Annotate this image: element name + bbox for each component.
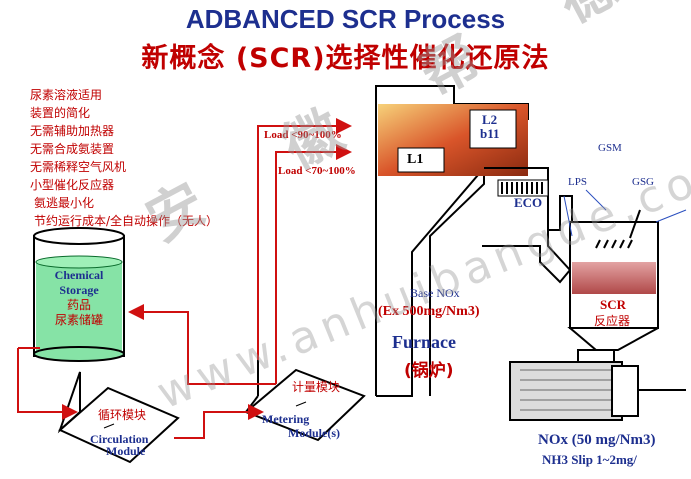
scr-reactor [548, 189, 687, 371]
feature-item: 尿素溶液适用 [30, 88, 103, 102]
reagent-piping [17, 118, 352, 439]
level-l2-label: L2 [482, 112, 498, 127]
feature-item: 无需合成氨装置 [30, 142, 115, 156]
induced-draft-fan [509, 361, 686, 421]
gsm-label: GSM [598, 142, 622, 154]
metering-label-cn: 计量模块 [292, 380, 341, 394]
lps-label: LPS [568, 176, 587, 188]
feature-item: 装置的简化 [30, 106, 91, 120]
furnace-label-en: Furnace [392, 332, 456, 352]
metering-label-en2: Module(s) [288, 426, 340, 440]
feature-item: 无需稀释空气风机 [30, 160, 127, 174]
economizer-label: ECO [514, 195, 543, 210]
furnace [375, 85, 572, 397]
scr-label-cn: 反应器 [594, 314, 631, 328]
level-l2b-label: b11 [480, 126, 500, 141]
level-l1-label: L1 [407, 152, 424, 167]
title-english: ADBANCED SCR Process [185, 4, 506, 34]
base-nox-label: Base NOx [410, 286, 460, 300]
scr-label-en: SCR [600, 297, 627, 312]
circulation-label-en1: Circulation [90, 432, 149, 446]
storage-label-line1: Chemical [54, 268, 104, 282]
feature-list: 尿素溶液适用 装置的简化 无需辅助加热器 无需合成氨装置 无需稀释空气风机 小型… [30, 86, 218, 230]
circulation-label-cn: 循环模块 [98, 408, 147, 422]
storage-label-cn1: 药品 [66, 298, 91, 312]
feature-item: 氨逃最小化 [34, 196, 95, 210]
load-label-1: Load <90~100% [264, 129, 342, 141]
feature-item: 小型催化反应器 [30, 178, 115, 192]
outlet-nox-label: NOx (50 mg/Nm3) [538, 432, 656, 448]
feature-item: 无需辅助加热器 [30, 124, 115, 138]
feature-item: 节约运行成本/全自动操作（无人） [34, 214, 219, 228]
storage-label-cn2: 尿素储罐 [54, 313, 103, 327]
storage-label-line2: Storage [59, 283, 99, 297]
circulation-label-en2: Module [106, 444, 146, 458]
storage-label: Chemical Storage 药品 尿素储罐 [38, 268, 120, 328]
gsg-label: GSG [632, 176, 655, 188]
furnace-label-cn: (锅炉) [404, 361, 454, 381]
title-chinese: 新概念 (SCR)选择性催化还原法 [141, 43, 550, 74]
chemical-storage-tank [33, 227, 125, 362]
nh3-slip-label: NH3 Slip 1~2mg/ [542, 452, 637, 467]
load-label-2: Load <70~100% [278, 165, 356, 177]
inlet-nox-value: (Ex 500mg/Nm3) [378, 304, 480, 319]
metering-label-en1: Metering [262, 412, 310, 426]
